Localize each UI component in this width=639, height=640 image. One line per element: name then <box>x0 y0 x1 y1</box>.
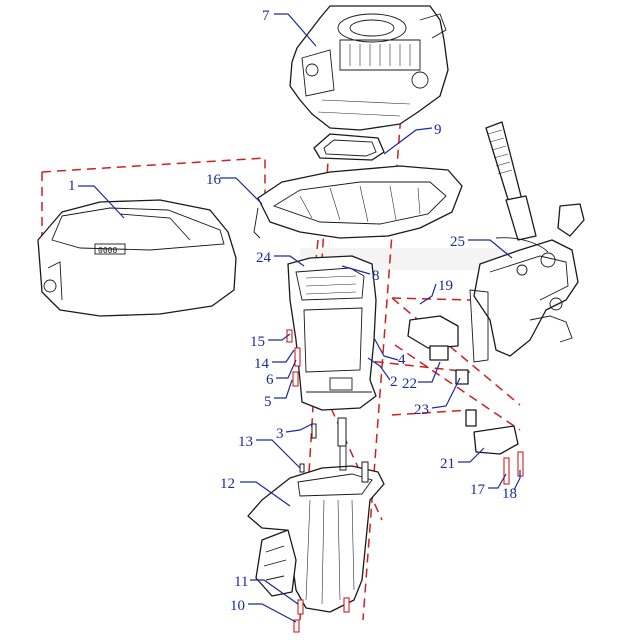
callout-7: 7 <box>262 8 270 24</box>
callout-1: 1 <box>68 178 76 194</box>
callout-17: 17 <box>470 482 486 498</box>
callout-12: 12 <box>220 476 235 492</box>
callout-16: 16 <box>206 172 222 188</box>
leader-lines <box>78 13 521 623</box>
callout-6: 6 <box>266 372 274 388</box>
top-cowling-cover: 0000 <box>37 199 237 317</box>
cover-badge-text: 0000 <box>98 246 117 255</box>
tiller-and-swivel-bracket <box>407 121 585 455</box>
driveshaft-housing <box>287 255 377 411</box>
callout-2: 2 <box>390 374 398 390</box>
gasket <box>313 133 385 161</box>
lower-unit-gearcase <box>247 429 385 613</box>
callout-15: 15 <box>250 334 265 350</box>
callout-4: 4 <box>398 352 406 368</box>
callout-22: 22 <box>402 376 417 392</box>
callout-25: 25 <box>450 234 465 250</box>
callout-11: 11 <box>234 574 248 590</box>
bottom-cowling <box>253 165 463 239</box>
callout-5: 5 <box>264 394 272 410</box>
callout-numbers: 1 2 3 4 5 6 7 8 9 10 11 12 13 14 15 16 1… <box>68 8 517 614</box>
callout-9: 9 <box>434 122 442 138</box>
engine-powerhead <box>289 5 449 131</box>
callout-23: 23 <box>414 402 429 418</box>
callout-21: 21 <box>440 456 455 472</box>
callout-24: 24 <box>256 250 272 266</box>
callout-10: 10 <box>230 598 245 614</box>
callout-13: 13 <box>238 434 253 450</box>
callout-14: 14 <box>254 356 270 372</box>
callout-18: 18 <box>502 486 517 502</box>
callout-8: 8 <box>372 268 380 284</box>
callout-19: 19 <box>438 278 453 294</box>
callout-3: 3 <box>276 426 284 442</box>
